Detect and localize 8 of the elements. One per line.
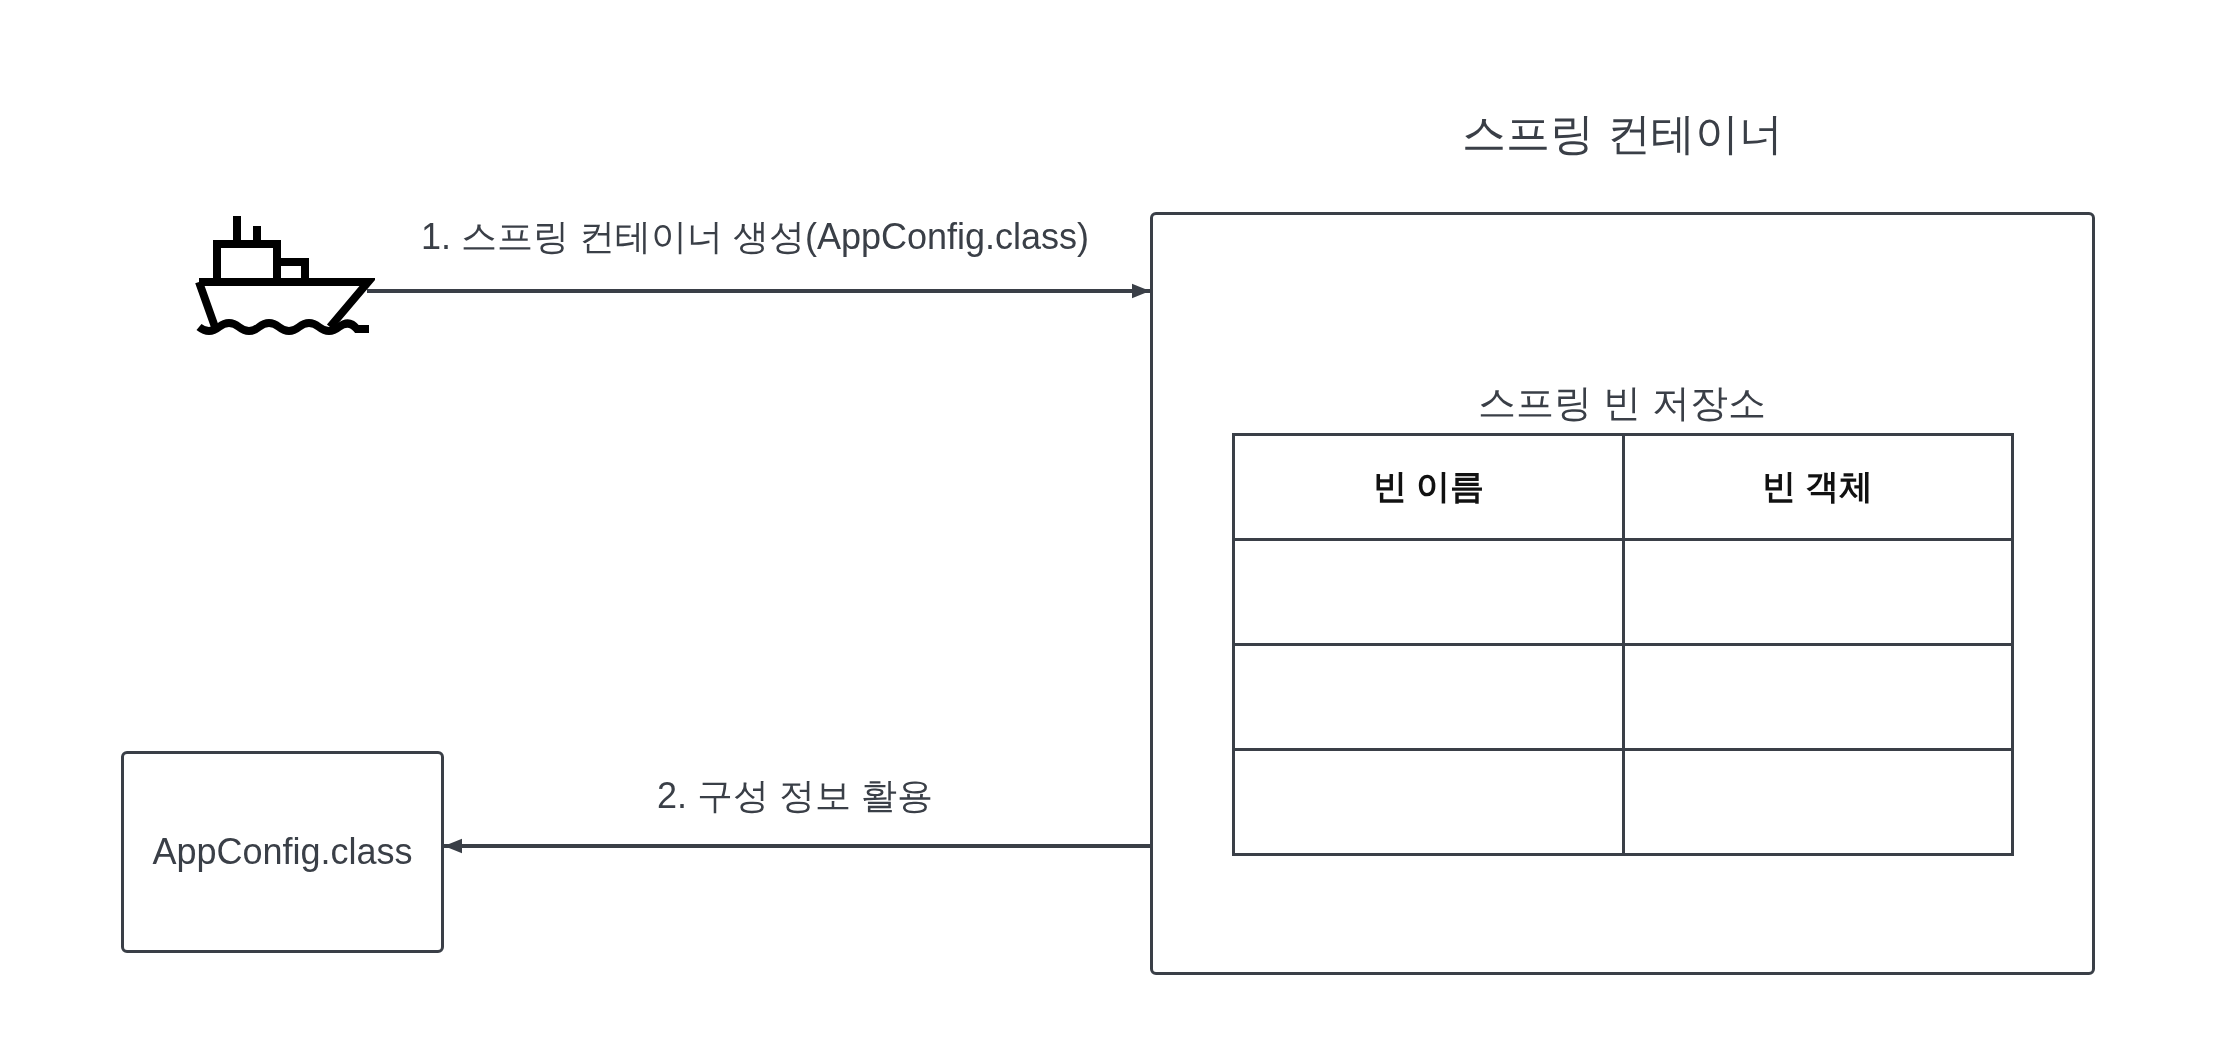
class-box [121, 751, 444, 953]
container-title: 스프링 컨테이너 [1462, 108, 1783, 160]
table-title: 스프링 빈 저장소 [1478, 381, 1766, 426]
column-header: 빈 이름 [1372, 467, 1484, 505]
column-header: 빈 객체 [1762, 467, 1874, 505]
arrow [444, 838, 1150, 854]
box-label: AppConfig.class [152, 831, 413, 873]
arrow [367, 283, 1150, 299]
